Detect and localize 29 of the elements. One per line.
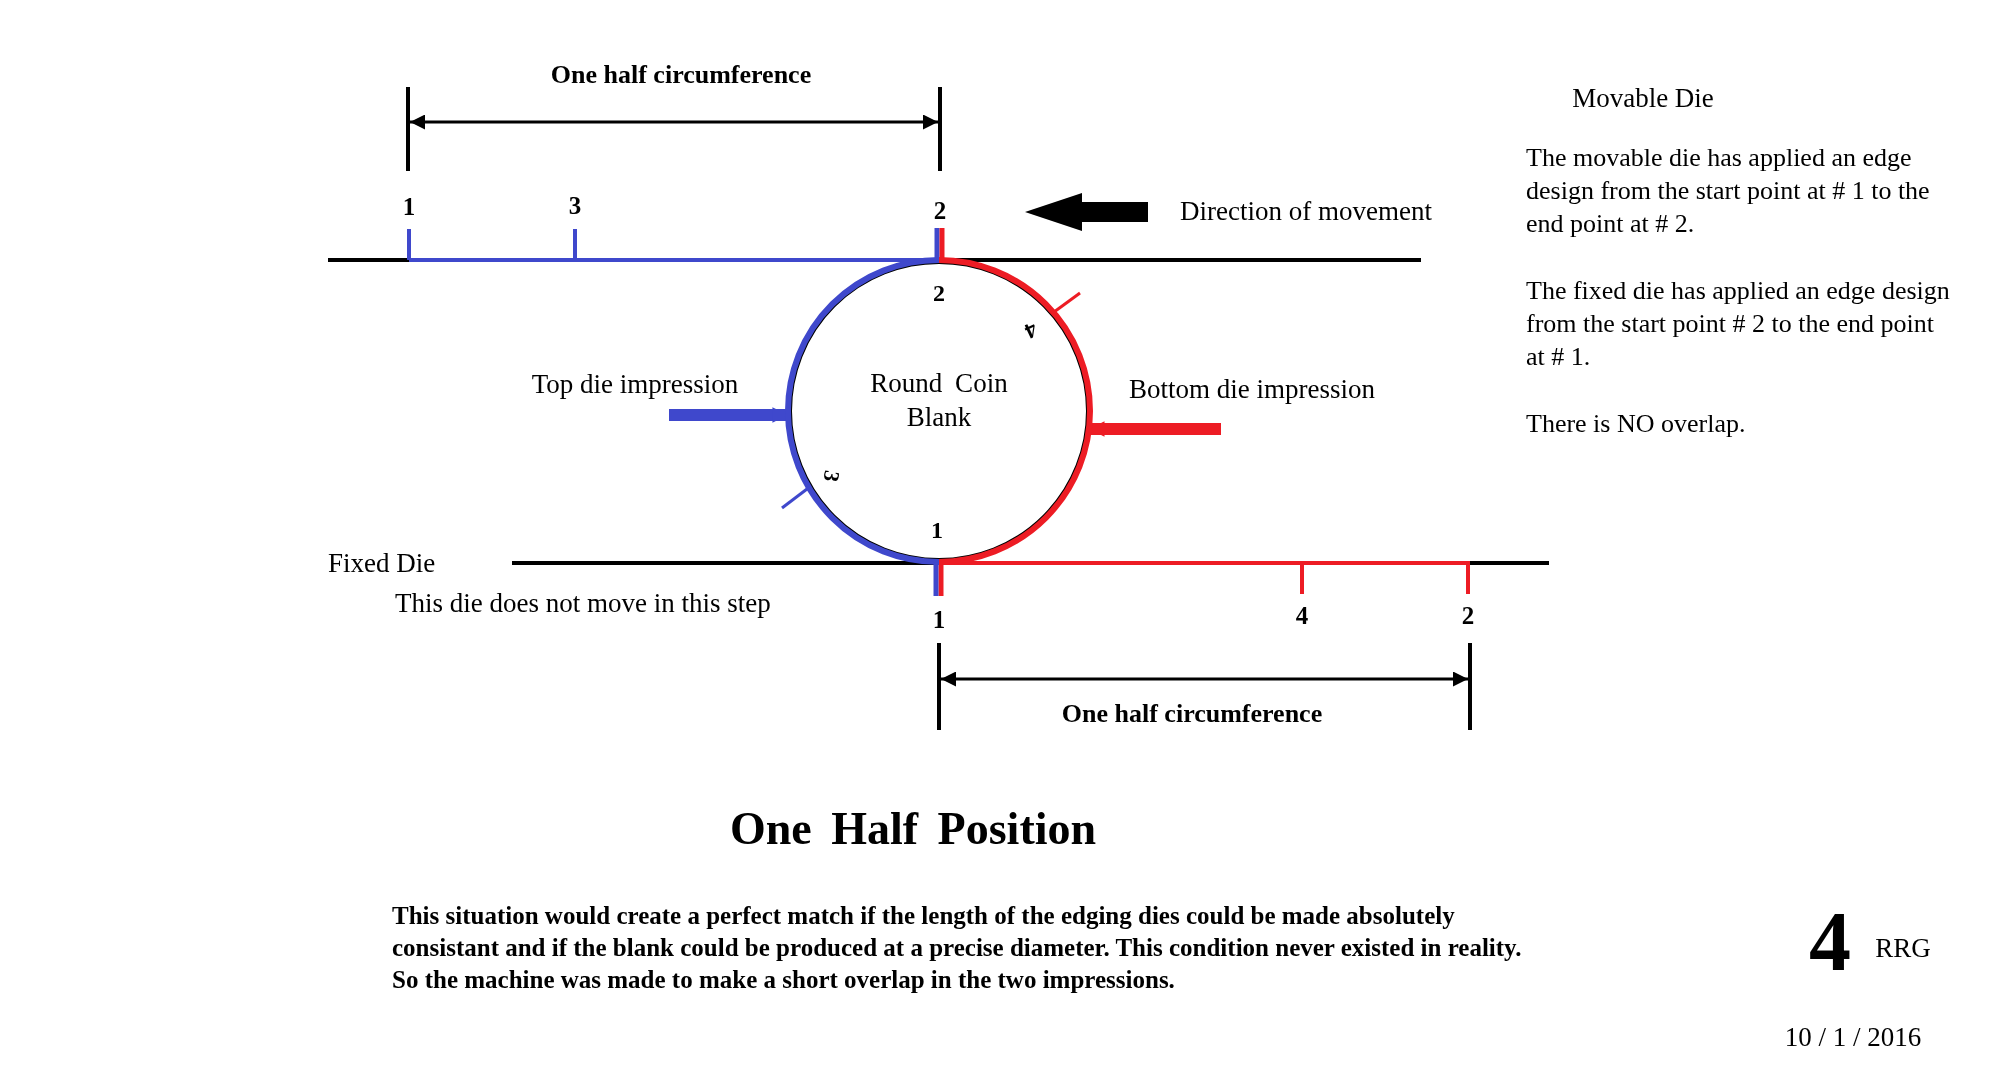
note-text: The movable die has applied an edge design from the start point at # 1 to the end point at # 2. xyxy=(1526,142,1931,240)
author-initials: RRG xyxy=(1875,934,1931,964)
direction-label: Direction of movement xyxy=(1180,197,1432,227)
note-text: There is NO overlap. xyxy=(1526,408,1747,440)
node-label: Round Coin Blank xyxy=(869,367,1009,434)
point-number: 2 xyxy=(933,197,947,225)
point-number: 1 xyxy=(931,516,943,544)
date-text: 10 / 1 / 2016 xyxy=(1784,1023,1922,1053)
note-text: This die does not move in this step xyxy=(395,589,771,619)
die-label: Movable Die xyxy=(1572,84,1714,114)
note-text: The fixed die has applied an edge design from the start point # 2 to the end point at # 1. xyxy=(1526,275,1951,373)
dimension-label: One half circumference xyxy=(1061,699,1323,729)
node-label: Top die impression xyxy=(530,368,740,401)
page-number: 4 xyxy=(1809,895,1851,989)
point-number: 4 xyxy=(1020,316,1042,344)
node-label: Bottom die impression xyxy=(1128,373,1376,406)
point-number: 1 xyxy=(402,193,416,221)
point-number: 4 xyxy=(1295,602,1309,630)
point-number: 2 xyxy=(933,279,945,307)
point-number: 1 xyxy=(932,606,946,634)
dimension-label: One half circumference xyxy=(550,60,812,90)
title: One Half Position xyxy=(729,802,1097,857)
caption: This situation would create a perfect match if the length of the edging dies could be made absolutely consistant and if the blank could be produced at a precise diameter. This condition never existed in reality. So the machine was made to make a short overlap in the two impressions. xyxy=(392,901,1522,995)
die-label: Fixed Die xyxy=(328,549,436,579)
point-number: 3 xyxy=(818,468,844,484)
point-number: 2 xyxy=(1461,602,1475,630)
arrow xyxy=(1088,421,1221,437)
coin-blank-circle xyxy=(788,260,1090,562)
point-number: 3 xyxy=(568,192,582,220)
